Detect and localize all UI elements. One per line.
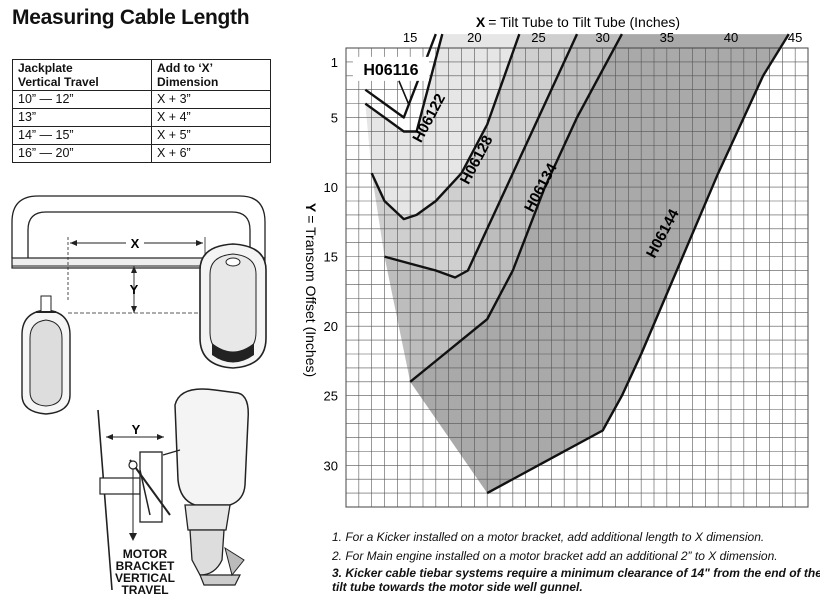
y-tick-label: 1 <box>331 55 338 70</box>
table-cell-add: X + 4” <box>151 108 271 127</box>
y-axis-title-bold: Y <box>303 203 319 213</box>
side-view-motor-bracket: Y <box>97 388 250 591</box>
table-cell-add: X + 6” <box>151 144 271 163</box>
motor-bracket-label: MOTOR BRACKET VERTICAL TRAVEL <box>100 548 190 596</box>
shade-band <box>365 34 520 220</box>
note-3: 3. Kicker cable tiebar systems require a… <box>332 566 820 580</box>
y-axis-title-text: = Transom Offset (Inches) <box>303 215 319 377</box>
note-1: 1. For a Kicker installed on a motor bra… <box>332 530 765 544</box>
series-line-h06134 <box>384 33 579 279</box>
shade-band <box>410 34 789 494</box>
table-cell-add: X + 3” <box>151 90 271 109</box>
header-travel-line1: Jackplate <box>18 61 73 75</box>
x-tick-label: 20 <box>467 30 481 45</box>
series-label-h06116: H06116 <box>363 62 418 79</box>
y-dimension-side-label: Y <box>132 422 141 437</box>
series-line-h06144 <box>409 33 623 383</box>
table-row: 10” — 12”X + 3” <box>12 90 271 109</box>
y-tick-label: 15 <box>324 250 338 265</box>
header-travel-line2: Vertical Travel <box>18 75 99 89</box>
series-line-h06122 <box>364 33 444 133</box>
y-tick-label: 5 <box>331 111 338 126</box>
y-tick-label: 10 <box>324 180 338 195</box>
x-axis-title-bold: X <box>476 14 486 30</box>
x-tick-label: 45 <box>788 30 802 45</box>
series-line-h06128 <box>370 33 521 221</box>
motor-bracket-label-line: MOTOR <box>122 547 168 561</box>
table-cell-travel: 16” — 20” <box>12 144 152 163</box>
x-tick-label: 25 <box>531 30 545 45</box>
x-tick-label: 40 <box>724 30 738 45</box>
series-line-boundary <box>486 33 790 495</box>
note-2: 2. For Main engine installed on a motor … <box>332 549 778 563</box>
motor-bracket-label-line: BRACKET <box>115 559 175 573</box>
x-dimension-label: X <box>131 236 140 251</box>
measurement-illustration: X Y Y <box>11 195 267 591</box>
y-tick-label: 25 <box>324 389 338 404</box>
motor-bracket-label-line: TRAVEL <box>121 583 169 597</box>
y-dimension-label: Y <box>130 282 139 297</box>
x-axis-title-text: = Tilt Tube to Tilt Tube (Inches) <box>488 14 680 30</box>
x-tick-label: 35 <box>660 30 674 45</box>
x-axis-title: X= Tilt Tube to Tilt Tube (Inches) <box>476 14 680 30</box>
chart-grid <box>345 47 809 508</box>
main-motor-top-view <box>199 243 267 369</box>
shade-band <box>384 34 622 382</box>
y-tick-label: 30 <box>324 458 338 473</box>
notes: 1. For a Kicker installed on a motor bra… <box>332 528 820 594</box>
kicker-motor-top-view <box>21 295 71 415</box>
transom-outline <box>11 195 266 258</box>
x-tick-label: 30 <box>595 30 609 45</box>
header-add-line1: Add to ‘X’ <box>157 61 213 75</box>
series-label-bg <box>352 56 429 81</box>
y-tick-label: 20 <box>324 319 338 334</box>
x-tick-label: 15 <box>403 30 417 45</box>
table-row: 16” — 20”X + 6” <box>12 144 271 163</box>
y-axis-title: Y = Transom Offset (Inches) <box>303 203 319 377</box>
motor-bracket-label-line: VERTICAL <box>115 571 175 585</box>
note-3-continued: tilt tube towards the motor side well gu… <box>332 580 583 594</box>
chart-series-lines <box>364 33 790 495</box>
series-label-pointer <box>398 80 410 106</box>
header-add-line2: Dimension <box>157 75 219 89</box>
table-row: 13”X + 4” <box>12 108 271 127</box>
page-title: Measuring Cable Length <box>12 6 250 29</box>
